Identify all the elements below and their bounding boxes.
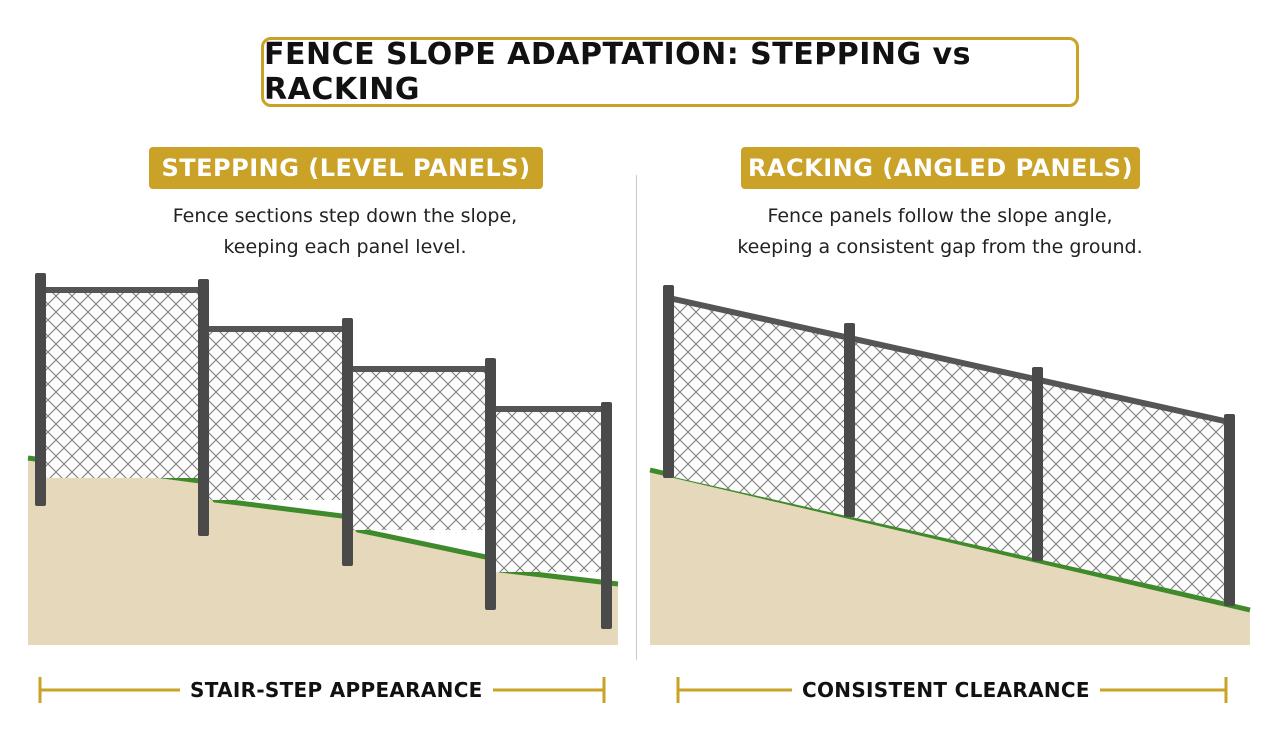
stepping-heading: STEPPING (LEVEL PANELS) <box>149 147 543 189</box>
stepping-description-line2: keeping each panel level. <box>223 236 467 258</box>
racking-description: Fence panels follow the slope angle, kee… <box>690 201 1190 263</box>
panel-divider <box>636 175 637 660</box>
racking-mesh-panel <box>669 298 1229 602</box>
racking-description-line2: keeping a consistent gap from the ground… <box>737 236 1143 258</box>
racking-post-4 <box>1224 414 1235 606</box>
stepping-description-line1: Fence sections step down the slope, <box>172 205 518 227</box>
stepping-top-rail-1 <box>40 287 205 293</box>
title-box: FENCE SLOPE ADAPTATION: STEPPING vs RACK… <box>261 37 1079 107</box>
stepping-post-2 <box>198 279 209 536</box>
racking-ground <box>650 470 1250 645</box>
stepping-top-rail-3 <box>349 366 491 372</box>
racking-description-line1: Fence panels follow the slope angle, <box>767 205 1113 227</box>
racking-post-1 <box>663 285 674 478</box>
stepping-post-3 <box>342 318 353 566</box>
racking-top-rail <box>668 295 1230 425</box>
stepping-mesh-panel-3 <box>352 370 489 530</box>
stepping-top-rail-2 <box>205 326 349 332</box>
stepping-post-4 <box>485 358 496 610</box>
racking-heading: RACKING (ANGLED PANELS) <box>741 147 1140 189</box>
racking-post-3 <box>1032 367 1043 561</box>
racking-footer-label: CONSISTENT CLEARANCE <box>792 678 1100 702</box>
racking-scene <box>649 285 1251 645</box>
stepping-mesh-panel-4 <box>494 410 605 572</box>
stepping-post-5 <box>601 402 612 629</box>
page-title: FENCE SLOPE ADAPTATION: STEPPING vs RACK… <box>264 37 971 107</box>
stepping-description: Fence sections step down the slope, keep… <box>100 201 590 263</box>
racking-post-2 <box>844 323 855 517</box>
stepping-ground <box>28 458 618 645</box>
stepping-footer-label: STAIR-STEP APPEARANCE <box>180 678 493 702</box>
stepping-mesh-panel-2 <box>208 330 347 500</box>
stepping-post-1 <box>35 273 46 506</box>
stepping-top-rail-4 <box>491 406 607 412</box>
stepping-mesh-panel-1 <box>45 291 203 478</box>
stepping-scene <box>27 273 619 645</box>
